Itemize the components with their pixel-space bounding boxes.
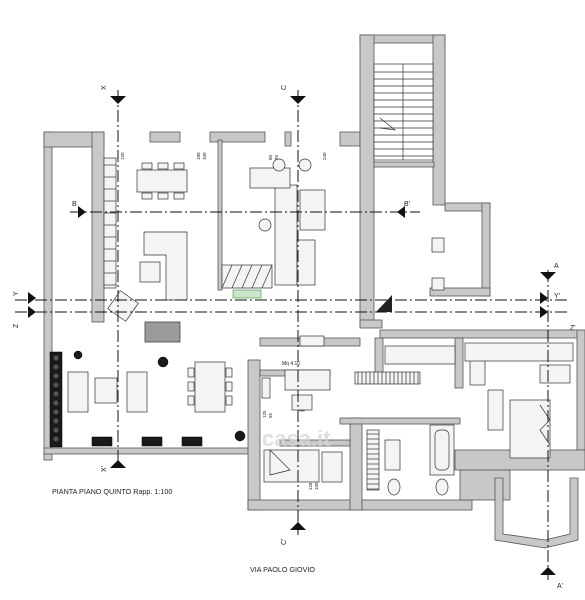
section-lines bbox=[15, 90, 570, 580]
fireplace bbox=[144, 321, 181, 343]
label-x-top: X bbox=[101, 85, 108, 90]
wall-bath-left bbox=[349, 417, 363, 511]
wall-bedroom-top bbox=[279, 439, 351, 447]
plan-title: PIANTA PIANO QUINTO Rapp. 1:100 bbox=[52, 487, 172, 496]
armchair bbox=[107, 290, 139, 322]
wall-right-edge bbox=[576, 329, 585, 451]
wall-top-mid2 bbox=[209, 131, 266, 143]
wall-bath-top bbox=[339, 417, 461, 425]
label-a-bottom: A' bbox=[557, 583, 563, 590]
label-c-bottom: C' bbox=[281, 539, 288, 545]
label-z-left: Z bbox=[13, 323, 20, 328]
wall-kitchen bbox=[217, 139, 223, 291]
area-label: Mq 4.10 bbox=[282, 361, 300, 367]
street-name: VIA PAOLO GIOVIO bbox=[250, 565, 315, 574]
svg-text:100: 100 bbox=[202, 152, 207, 160]
bookcase bbox=[49, 351, 63, 448]
bathroom-main bbox=[366, 424, 455, 496]
svg-text:180: 180 bbox=[196, 152, 201, 160]
bedroom-small bbox=[263, 449, 343, 483]
wall-top-seg bbox=[284, 131, 292, 147]
section-labels: X C B B' Y Z A Y' Z' X' C' A' bbox=[13, 85, 576, 590]
svg-text:126: 126 bbox=[308, 482, 313, 490]
wall-stair-left bbox=[359, 34, 375, 326]
wall-stair-landing bbox=[373, 161, 435, 168]
sofa-left bbox=[67, 371, 89, 413]
label-y-left: Y bbox=[13, 291, 20, 296]
watermark: casa.it bbox=[262, 426, 331, 451]
dining-table-2 bbox=[194, 361, 226, 413]
label-y-right: Y' bbox=[554, 293, 560, 300]
label-z-right: Z' bbox=[570, 325, 576, 332]
kitchen bbox=[221, 158, 326, 299]
svg-text:55: 55 bbox=[268, 412, 273, 418]
sofa-right bbox=[126, 371, 148, 413]
wall-top-mid bbox=[149, 131, 181, 143]
svg-text:125: 125 bbox=[262, 410, 267, 418]
walls bbox=[43, 34, 585, 549]
dining-area bbox=[103, 157, 188, 289]
wall-service-right bbox=[481, 202, 491, 297]
wall-right-mid bbox=[454, 337, 464, 389]
label-c-top: C bbox=[281, 85, 288, 90]
bed-single bbox=[263, 449, 320, 483]
wall-right-inner bbox=[374, 337, 384, 377]
wall-junction bbox=[359, 319, 383, 329]
kitchen-table bbox=[249, 167, 291, 189]
svg-text:70: 70 bbox=[274, 154, 279, 160]
wall-living-left bbox=[91, 131, 105, 323]
living-room-lower bbox=[49, 350, 246, 448]
double-bed bbox=[509, 399, 551, 459]
stair-arrow-icon bbox=[376, 295, 392, 312]
wardrobe bbox=[354, 371, 421, 385]
living-room-upper bbox=[107, 231, 188, 343]
staircase bbox=[373, 63, 445, 312]
svg-text:80: 80 bbox=[268, 154, 273, 160]
wall-bottom-left bbox=[43, 447, 255, 455]
svg-text:160: 160 bbox=[314, 482, 319, 490]
corridor-bath bbox=[261, 335, 331, 412]
sideboard bbox=[103, 157, 117, 289]
wall-top-right bbox=[339, 131, 361, 147]
label-b-right: B' bbox=[404, 201, 410, 208]
wall-bedroom-bottom bbox=[247, 499, 361, 511]
wall-stair-right bbox=[432, 34, 446, 206]
bidet bbox=[387, 478, 401, 496]
label-x-bottom: X' bbox=[101, 466, 108, 472]
svg-text:120: 120 bbox=[120, 152, 125, 160]
dimension-labels: 120 180 100 240 80 70 125 55 126 160 bbox=[120, 152, 327, 490]
label-b-left: B bbox=[72, 201, 77, 208]
wc-2 bbox=[435, 478, 449, 496]
master-bedroom bbox=[354, 342, 574, 459]
wall-bay-window bbox=[494, 477, 579, 549]
wall-bedroom-left bbox=[247, 359, 261, 511]
wall-right-wing-top bbox=[379, 329, 581, 339]
wall-service-bottom bbox=[429, 287, 491, 297]
svg-text:240: 240 bbox=[322, 152, 327, 160]
wall-bath-bottom bbox=[361, 499, 473, 511]
stair-well bbox=[373, 63, 434, 161]
dining-table bbox=[136, 169, 188, 193]
label-a-top: A bbox=[554, 263, 559, 270]
kitchen-counter bbox=[274, 184, 298, 286]
